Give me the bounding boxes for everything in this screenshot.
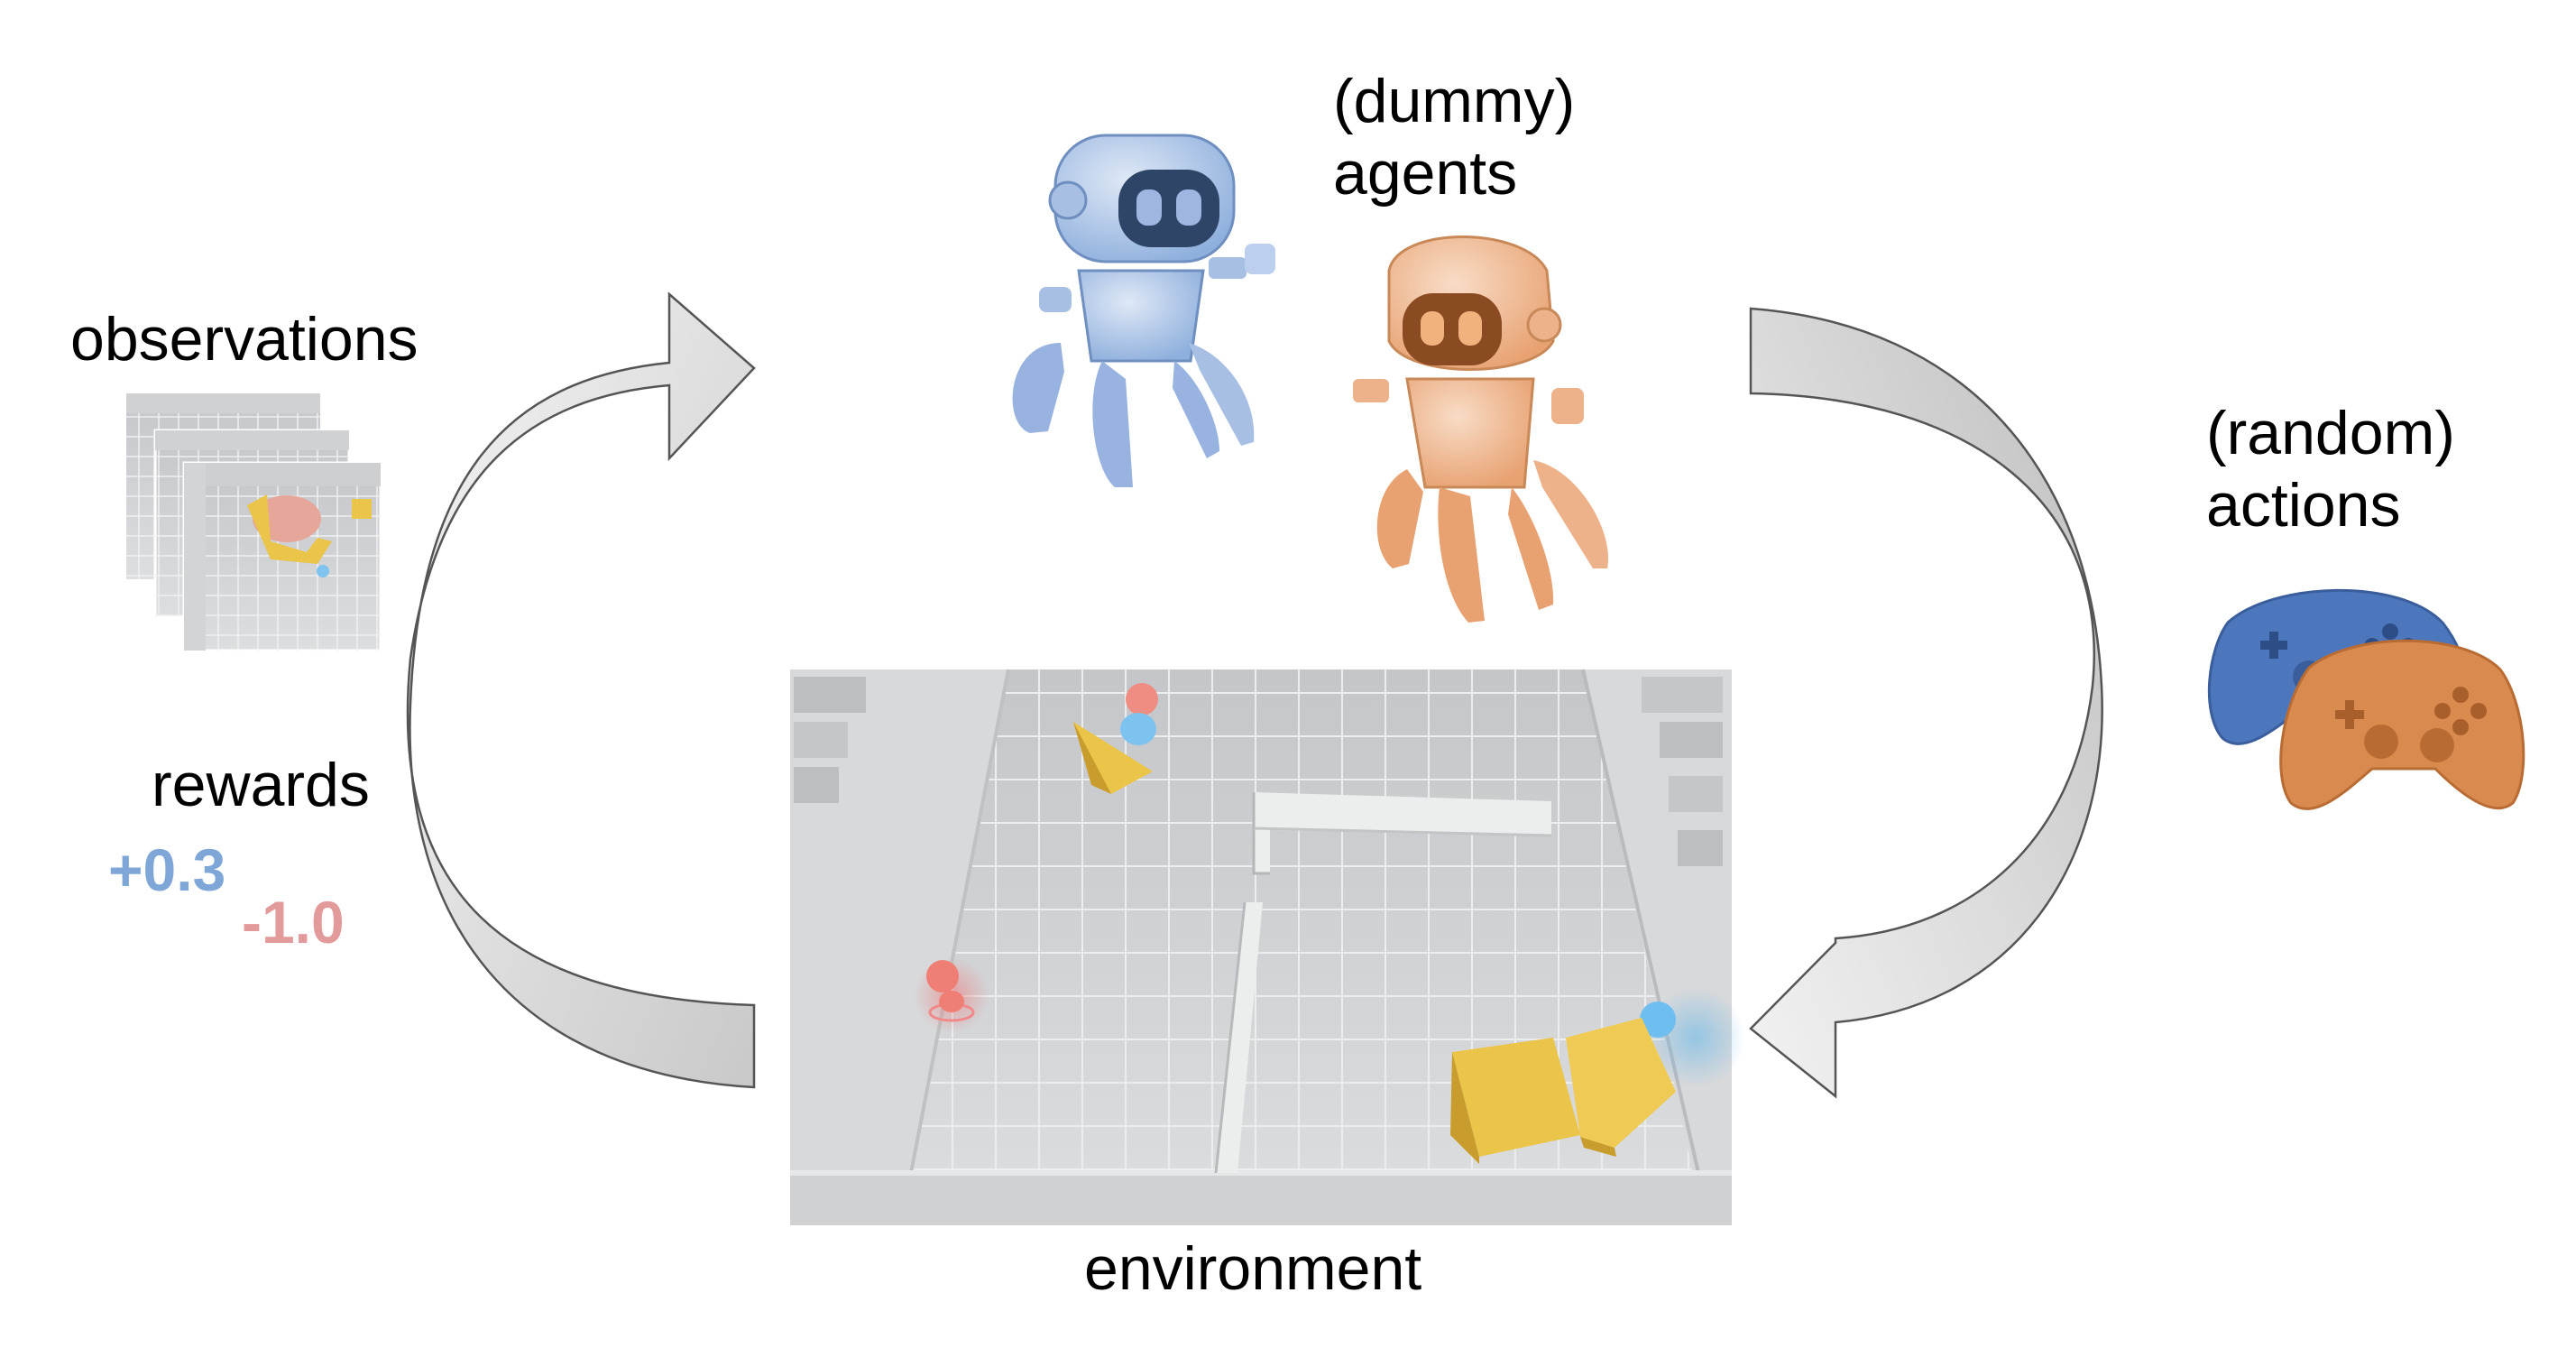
observations-label: observations [70, 305, 419, 374]
left-cycle-arrow [406, 291, 756, 1089]
right-cycle-arrow [1749, 307, 2103, 1099]
agents-label: (dummy) agents [1333, 65, 1575, 209]
reward-value-negative: -1.0 [242, 889, 345, 956]
orange-controller [2279, 639, 2525, 810]
blue-robot-agent [1012, 134, 1275, 487]
agents-label-line1: (dummy) [1333, 67, 1576, 135]
environment-scene [790, 669, 1745, 1225]
reward-value-positive: +0.3 [108, 836, 226, 903]
orange-robot-agent [1353, 235, 1609, 623]
observation-frame-front [182, 461, 382, 652]
actions-label: (random) actions [2206, 397, 2455, 541]
rewards-label: rewards [152, 751, 370, 819]
actions-label-line2: actions [2206, 471, 2401, 540]
environment-label: environment [1084, 1234, 1422, 1303]
observation-frames [126, 393, 382, 652]
actions-label-line1: (random) [2206, 399, 2455, 467]
agents-label-line2: agents [1333, 139, 1518, 208]
